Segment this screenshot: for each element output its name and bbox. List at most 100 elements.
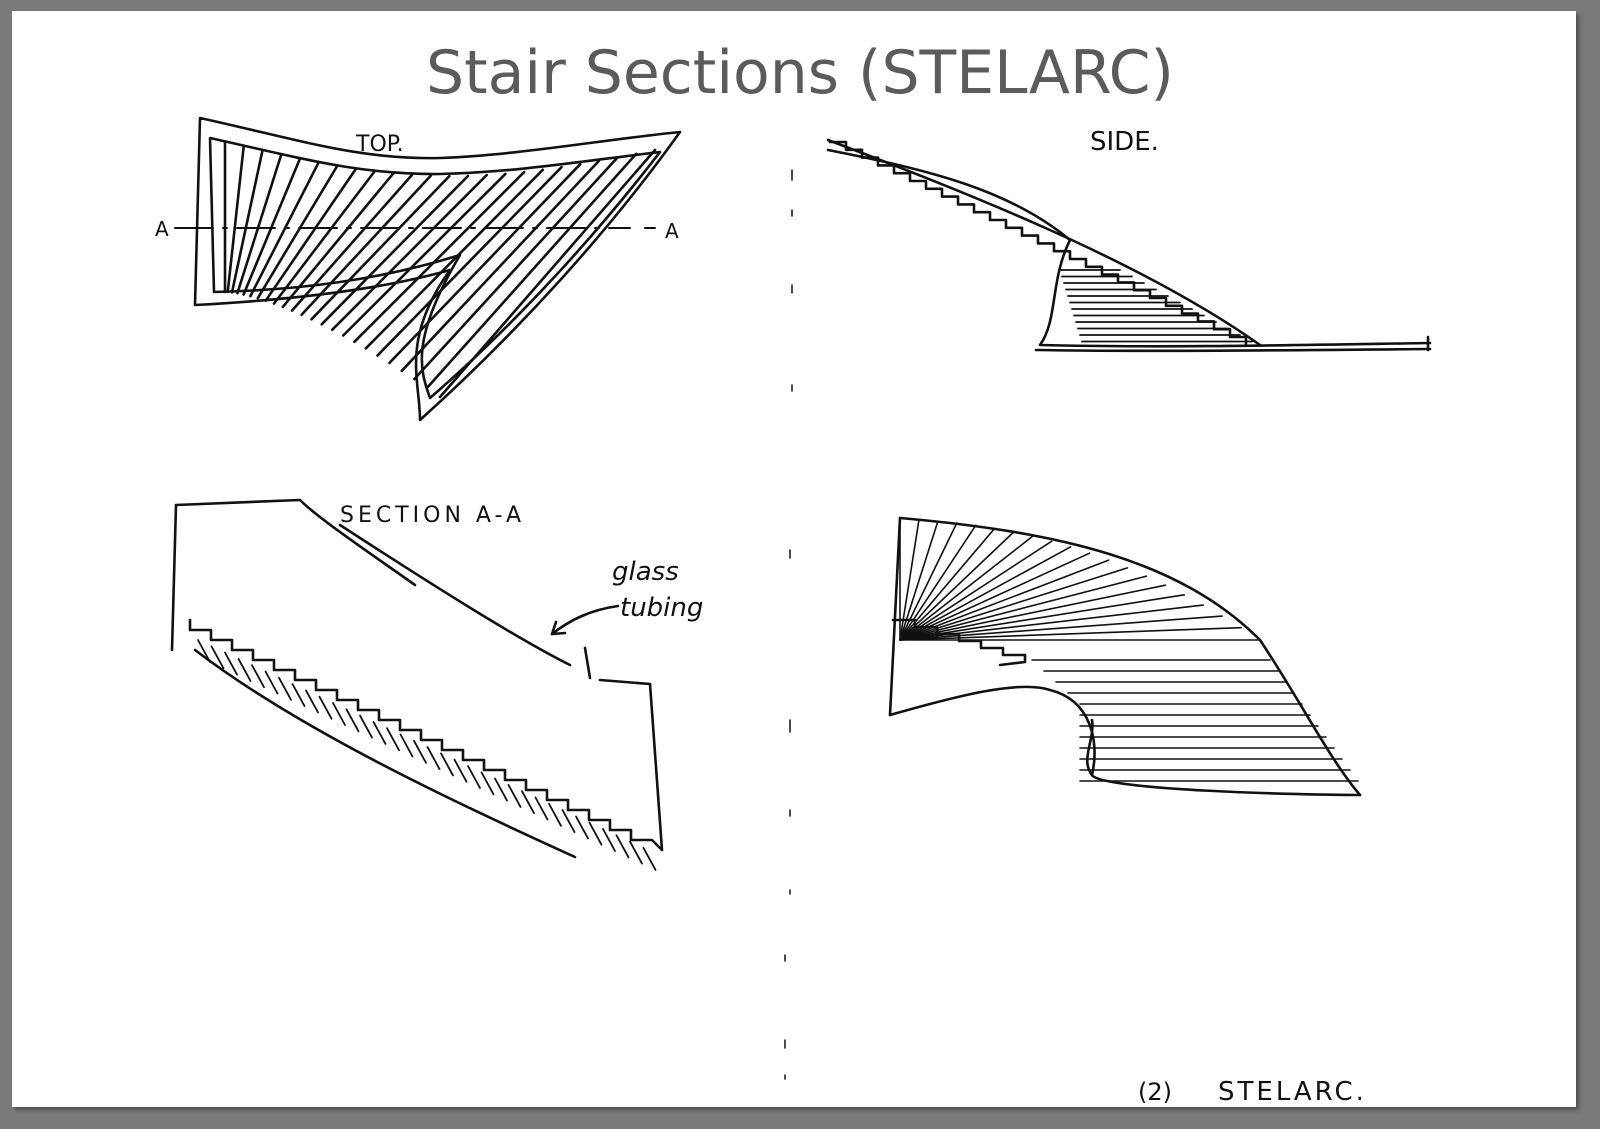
hatch-line bbox=[224, 651, 238, 676]
hatch-line bbox=[534, 796, 549, 821]
hatch-line bbox=[372, 721, 387, 745]
hatch-line bbox=[561, 809, 576, 833]
section-aa-hatch bbox=[197, 639, 657, 871]
tread-line bbox=[320, 174, 470, 326]
tread-line bbox=[899, 520, 939, 641]
hatch-line bbox=[264, 670, 279, 695]
hatch-line bbox=[467, 765, 481, 789]
hatch-line bbox=[251, 664, 265, 689]
hatch-line bbox=[413, 739, 427, 764]
hatch-line bbox=[345, 708, 360, 733]
sketch-labels: TOP. A A SIDE. SECTION A-A glass tubing … bbox=[155, 127, 1367, 1107]
hatch-line bbox=[332, 702, 346, 726]
tread-line bbox=[290, 173, 414, 312]
hatch-line bbox=[359, 714, 373, 739]
hatch-line bbox=[575, 815, 589, 840]
hatch-line bbox=[588, 821, 603, 846]
hatch-line bbox=[615, 834, 630, 859]
hatch-line bbox=[291, 683, 306, 707]
top-view-treads bbox=[223, 140, 657, 399]
tread-line bbox=[899, 575, 1148, 641]
tread-line bbox=[300, 174, 433, 317]
stair-profile bbox=[188, 618, 664, 852]
top-view-label: TOP. bbox=[355, 132, 404, 157]
hatch-line bbox=[453, 758, 468, 783]
tread-line bbox=[899, 524, 977, 641]
tread-line bbox=[242, 157, 302, 296]
tread-line bbox=[364, 168, 545, 350]
tread-line bbox=[256, 164, 339, 300]
annotation-glass: glass bbox=[612, 557, 679, 587]
slide-title: Stair Sections (STELARC) bbox=[426, 38, 1174, 108]
tread-line bbox=[899, 584, 1167, 641]
hatch-line bbox=[305, 689, 319, 714]
tread-line bbox=[899, 540, 1053, 641]
tread-line bbox=[310, 174, 451, 321]
section-marker-left: A bbox=[155, 217, 169, 241]
tread-line bbox=[899, 615, 1223, 641]
tread-line bbox=[272, 170, 376, 305]
tread-line bbox=[899, 522, 958, 641]
section-aa-steps bbox=[188, 618, 664, 852]
section-aa-sketch bbox=[170, 498, 664, 871]
perspective-view-treads bbox=[899, 519, 1359, 782]
hatch-line bbox=[237, 658, 252, 682]
side-view-label: SIDE. bbox=[1090, 127, 1159, 157]
tread-line bbox=[899, 593, 1185, 641]
tread-line bbox=[899, 546, 1072, 641]
tread-line bbox=[281, 172, 395, 309]
hatch-line bbox=[318, 695, 333, 720]
hatch-line bbox=[548, 802, 562, 827]
tread-line bbox=[353, 170, 526, 344]
tread-line bbox=[249, 161, 320, 298]
hatch-line bbox=[602, 828, 616, 852]
hatch-line bbox=[480, 771, 495, 796]
hatch-line bbox=[197, 639, 211, 663]
tread-line bbox=[899, 626, 1242, 641]
top-view-sketch bbox=[174, 116, 682, 422]
hatch-line bbox=[440, 752, 454, 777]
hatch-line bbox=[642, 847, 657, 871]
tread-line bbox=[899, 567, 1129, 641]
tread-line bbox=[899, 527, 996, 641]
section-marker-right: A bbox=[665, 219, 679, 243]
tread-line bbox=[438, 148, 657, 399]
section-aa-label: SECTION A-A bbox=[340, 503, 525, 528]
page-number: (2) bbox=[1138, 1078, 1172, 1106]
tread-line bbox=[899, 604, 1204, 641]
hatch-line bbox=[521, 790, 535, 815]
tread-line bbox=[388, 162, 582, 365]
hatch-line bbox=[386, 727, 400, 752]
tread-line bbox=[899, 559, 1110, 641]
tread-line bbox=[899, 535, 1034, 641]
hatch-line bbox=[399, 733, 414, 758]
tread-line bbox=[899, 552, 1091, 641]
page-footer: STELARC. bbox=[1218, 1077, 1367, 1107]
hatch-line bbox=[210, 645, 225, 670]
tread-line bbox=[330, 173, 489, 332]
hatch-line bbox=[494, 777, 508, 802]
stair-profile bbox=[828, 140, 1248, 347]
side-view-steps bbox=[828, 140, 1248, 347]
tread-line bbox=[341, 172, 507, 337]
tread-line bbox=[899, 531, 1015, 641]
tread-line bbox=[899, 519, 920, 641]
perspective-view-sketch bbox=[888, 516, 1362, 797]
hatch-line bbox=[629, 840, 643, 865]
annotation-tubing: tubing bbox=[620, 593, 703, 623]
side-view-sketch bbox=[826, 138, 1432, 353]
hatch-line bbox=[426, 746, 441, 770]
tread-line bbox=[412, 156, 619, 381]
drawing-sheet bbox=[12, 11, 1576, 1107]
tread-line bbox=[376, 165, 563, 357]
tread-line bbox=[230, 149, 264, 294]
side-view-hatch bbox=[1059, 269, 1253, 343]
tread-line bbox=[264, 167, 358, 303]
tread-line bbox=[400, 159, 601, 373]
page-fold-marks bbox=[784, 169, 793, 1080]
hatch-line bbox=[278, 676, 292, 701]
tread-line bbox=[236, 153, 283, 295]
tread-line bbox=[226, 145, 245, 294]
